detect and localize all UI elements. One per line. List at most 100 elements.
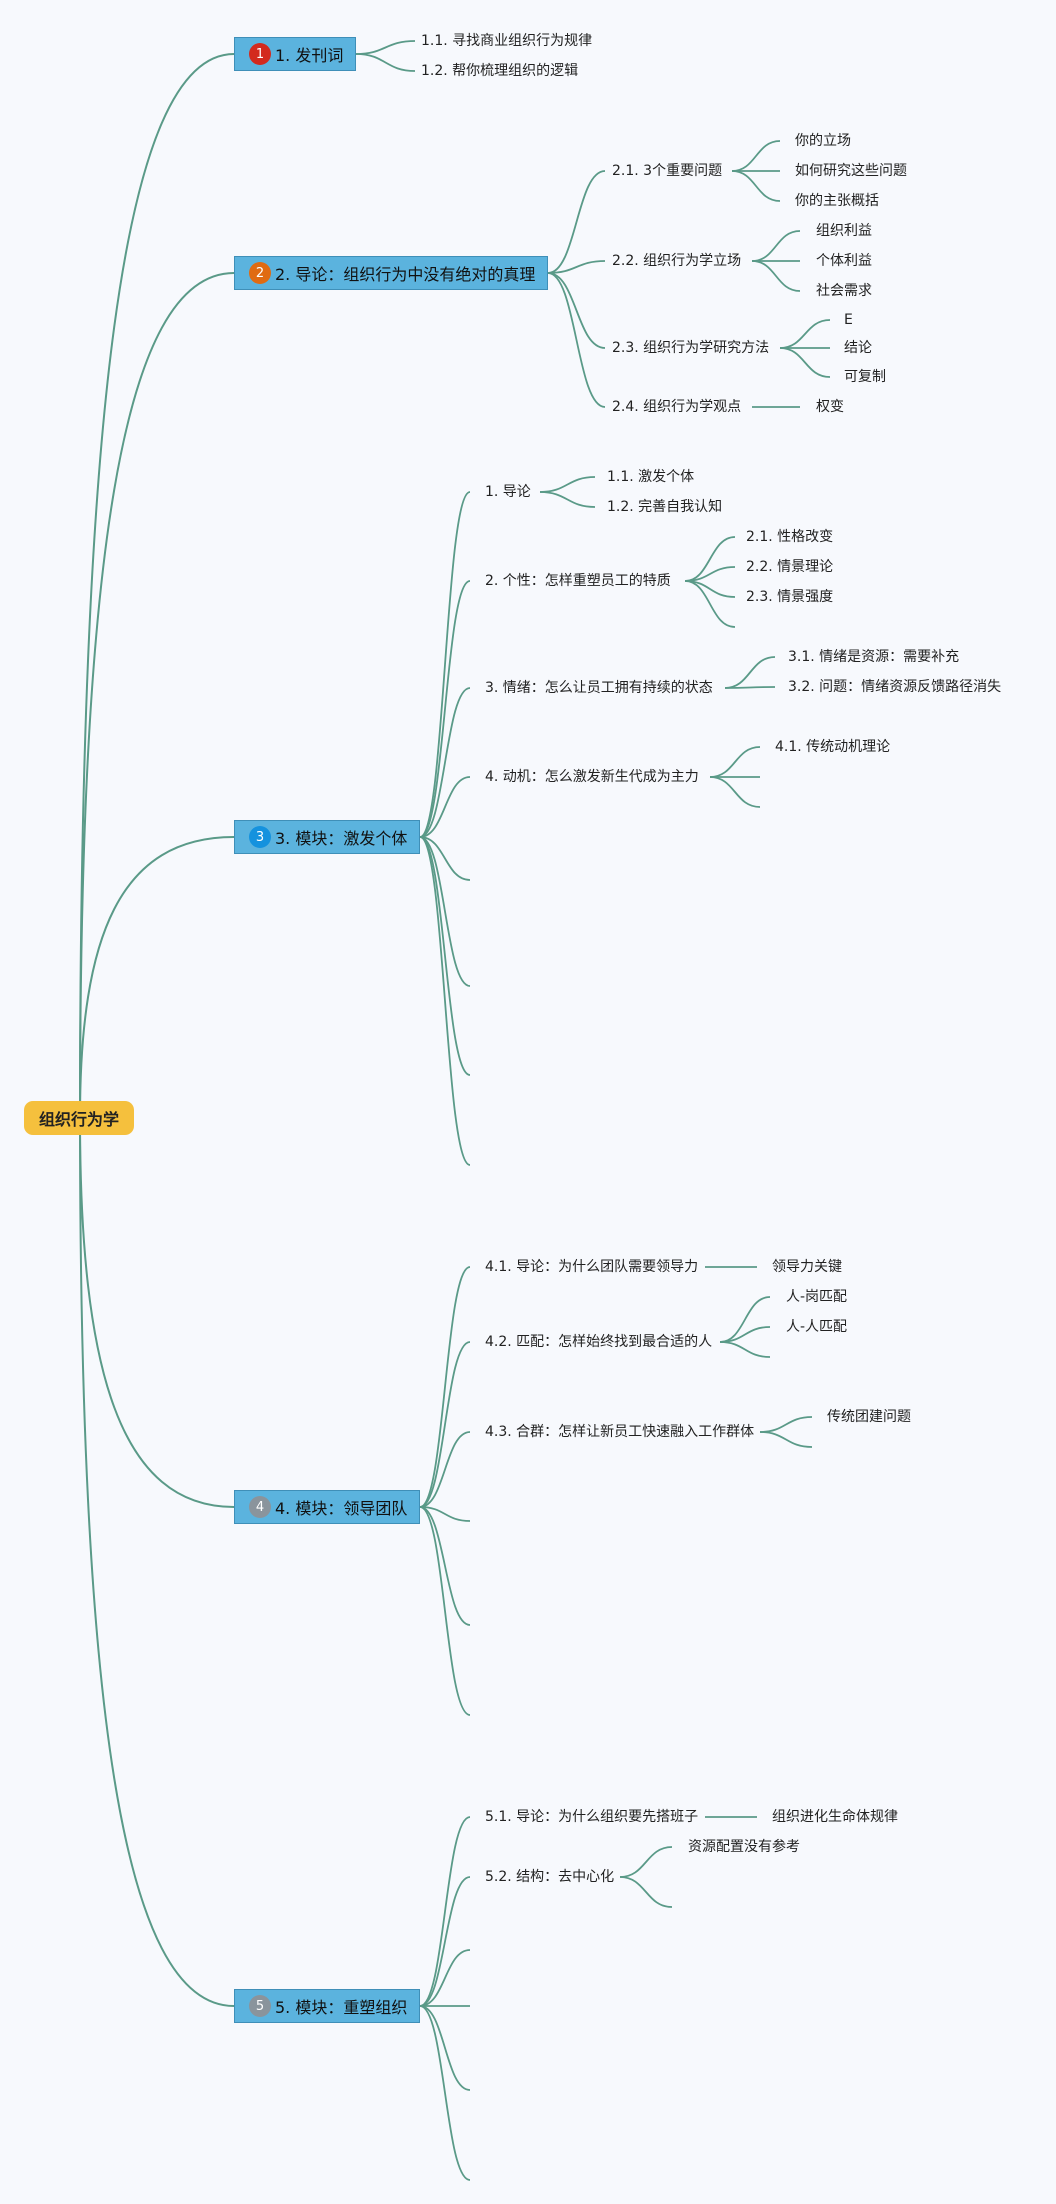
connector-line	[724, 686, 776, 689]
connector-line	[724, 656, 776, 689]
branch-label: 2. 导论：组织行为中没有绝对的真理	[275, 265, 536, 284]
subtopic-2-3-3[interactable]: 可复制	[844, 369, 886, 385]
branch-2-connector	[547, 272, 606, 408]
priority-4-icon: 4	[249, 1496, 271, 1518]
subtopic-3-2-1[interactable]: 2.1. 性格改变	[746, 529, 834, 545]
topic-4-2[interactable]: 4.2. 匹配：怎样始终找到最合适的人	[485, 1334, 713, 1350]
root-connector	[79, 836, 235, 1119]
branch-4-connector	[419, 1266, 471, 1508]
subtopic-2-2-3[interactable]: 社会需求	[816, 283, 872, 299]
branch-node-5[interactable]: 5 5. 模块：重塑组织	[234, 1989, 420, 2023]
branch-node-1[interactable]: 1 1. 发刊词	[234, 37, 356, 71]
subtopic-2-2-1[interactable]: 组织利益	[816, 223, 872, 239]
branch-label: 4. 模块：领导团队	[275, 1499, 408, 1518]
branch-3-connector	[419, 580, 471, 838]
priority-2-icon: 2	[249, 262, 271, 284]
subtopic-4-2-1[interactable]: 人-岗匹配	[786, 1289, 848, 1305]
topic-2-4[interactable]: 2.4. 组织行为学观点	[612, 399, 742, 415]
subtopic-4-1-1[interactable]: 领导力关键	[772, 1259, 842, 1275]
branch-node-4[interactable]: 4 4. 模块：领导团队	[234, 1490, 420, 1524]
root-connector	[79, 1117, 235, 1508]
subtopic-3-1-2[interactable]: 1.2. 完善自我认知	[607, 499, 723, 515]
topic-3-1[interactable]: 1. 导论	[485, 484, 531, 500]
branch-5-connector	[419, 1876, 471, 2007]
subtopic-2-3-2[interactable]: 结论	[844, 340, 872, 356]
subtopic-3-1-1[interactable]: 1.1. 激发个体	[607, 469, 695, 485]
branch-3-connector	[419, 836, 471, 987]
connector-line	[731, 170, 781, 202]
branch-1-connector	[355, 40, 416, 55]
subtopic-2-2-2[interactable]: 个体利益	[816, 253, 872, 269]
branch-5-connector	[419, 1949, 471, 2007]
connector-line	[684, 580, 736, 628]
topic-1-1[interactable]: 1.1. 寻找商业组织行为规律	[421, 33, 593, 49]
subtopic-3-3-1[interactable]: 3.1. 情绪是资源：需要补充	[788, 649, 960, 665]
topic-1-2[interactable]: 1.2. 帮你梳理组织的逻辑	[421, 63, 579, 79]
connector-line	[539, 476, 596, 493]
branch-3-connector	[419, 776, 471, 838]
branch-2-connector	[547, 260, 606, 274]
priority-3-icon: 3	[249, 826, 271, 848]
subtopic-2-1-3[interactable]: 你的主张概括	[795, 193, 879, 209]
branch-1-connector	[355, 53, 416, 72]
subtopic-5-1-1[interactable]: 组织进化生命体规律	[772, 1809, 898, 1825]
branch-3-connector	[419, 836, 471, 1166]
connector-line	[539, 491, 596, 508]
topic-2-2[interactable]: 2.2. 组织行为学立场	[612, 253, 742, 269]
root-connector	[79, 53, 235, 1119]
branch-5-connector	[419, 1816, 471, 2007]
subtopic-2-1-2[interactable]: 如何研究这些问题	[795, 163, 907, 179]
connector-line	[731, 140, 781, 172]
topic-3-4[interactable]: 4. 动机：怎么激发新生代成为主力	[485, 769, 699, 785]
subtopic-3-4-1[interactable]: 4.1. 传统动机理论	[775, 739, 891, 755]
subtopic-2-4-1[interactable]: 权变	[816, 399, 844, 415]
connector-line	[759, 1416, 813, 1433]
branch-label: 1. 发刊词	[275, 46, 344, 65]
subtopic-5-2-1[interactable]: 资源配置没有参考	[688, 1839, 800, 1855]
connector-line	[779, 347, 831, 378]
branch-node-3[interactable]: 3 3. 模块：激发个体	[234, 820, 420, 854]
topic-3-3[interactable]: 3. 情绪：怎么让员工拥有持续的状态	[485, 680, 713, 696]
connector-line	[709, 746, 761, 778]
priority-5-icon: 5	[249, 1995, 271, 2017]
connector-line	[751, 230, 801, 262]
branch-2-connector	[547, 170, 606, 274]
connector-line	[619, 1876, 673, 1908]
subtopic-2-1-1[interactable]: 你的立场	[795, 133, 851, 149]
branch-3-connector	[419, 687, 471, 838]
branch-3-connector	[419, 836, 471, 1076]
connector-line	[709, 776, 761, 808]
subtopic-3-3-2[interactable]: 3.2. 问题：情绪资源反馈路径消失	[788, 679, 1002, 695]
subtopic-2-3-1[interactable]: E	[844, 312, 853, 328]
topic-4-1[interactable]: 4.1. 导论：为什么团队需要领导力	[485, 1259, 699, 1275]
topic-5-2[interactable]: 5.2. 结构：去中心化	[485, 1869, 615, 1885]
root-connector	[79, 1117, 235, 2007]
branch-node-2[interactable]: 2 2. 导论：组织行为中没有绝对的真理	[234, 256, 548, 290]
branch-4-connector	[419, 1506, 471, 1626]
root-node[interactable]: 组织行为学	[24, 1101, 134, 1135]
topic-3-2[interactable]: 2. 个性：怎样重塑员工的特质	[485, 573, 671, 589]
root-connector	[79, 272, 235, 1119]
root-label: 组织行为学	[38, 1110, 119, 1129]
branch-3-connector	[419, 836, 471, 881]
branch-4-connector	[419, 1506, 471, 1522]
subtopic-3-2-2[interactable]: 2.2. 情景理论	[746, 559, 834, 575]
branch-4-connector	[419, 1341, 471, 1508]
branch-label: 5. 模块：重塑组织	[275, 1998, 408, 2017]
connector-line	[719, 1341, 771, 1358]
topic-2-3[interactable]: 2.3. 组织行为学研究方法	[612, 340, 770, 356]
topic-2-1[interactable]: 2.1. 3个重要问题	[612, 163, 723, 179]
subtopic-3-2-3[interactable]: 2.3. 情景强度	[746, 589, 834, 605]
branch-3-connector	[419, 491, 471, 838]
topic-4-3[interactable]: 4.3. 合群：怎样让新员工快速融入工作群体	[485, 1424, 755, 1440]
subtopic-4-3-1[interactable]: 传统团建问题	[827, 1409, 911, 1425]
branch-4-connector	[419, 1506, 471, 1716]
branch-label: 3. 模块：激发个体	[275, 829, 408, 848]
subtopic-4-2-2[interactable]: 人-人匹配	[786, 1319, 848, 1335]
connector-line	[779, 319, 831, 349]
branch-4-connector	[419, 1431, 471, 1508]
topic-5-1[interactable]: 5.1. 导论：为什么组织要先搭班子	[485, 1809, 699, 1825]
connector-line	[759, 1431, 813, 1448]
